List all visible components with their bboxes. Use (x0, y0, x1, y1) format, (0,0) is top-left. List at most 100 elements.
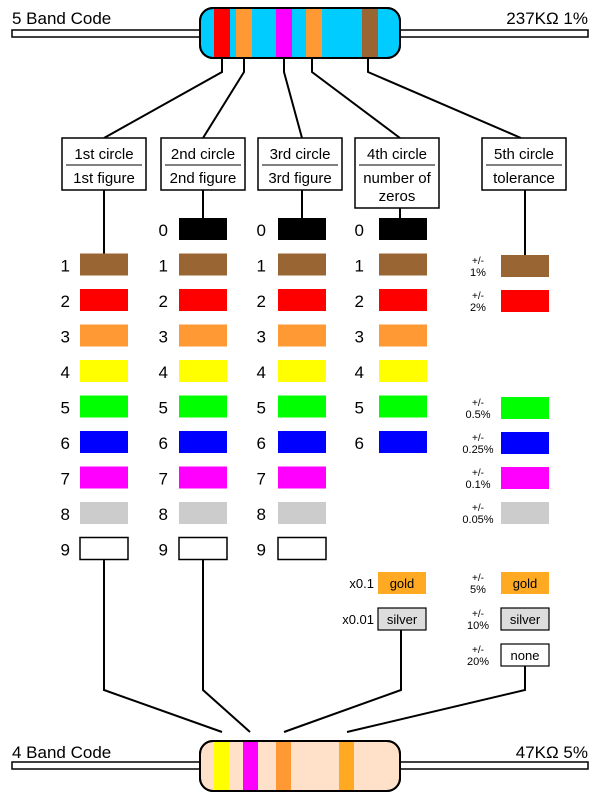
band-3 (276, 742, 291, 790)
tolerance-label: gold (513, 576, 538, 591)
left-lead (11, 29, 201, 38)
color-swatch-1 (379, 253, 427, 276)
connector-b1 (103, 560, 223, 733)
header-drops (103, 190, 526, 255)
color-swatch-0 (179, 218, 227, 240)
color-swatch-0 (379, 218, 427, 240)
connector-4 (311, 58, 401, 139)
header-line2: tolerance (493, 170, 555, 187)
five-band-title: 5 Band Code (12, 9, 111, 28)
resistor-outline (199, 7, 401, 59)
digit-label: 4 (61, 363, 70, 382)
multiplier-gold: x0.1 gold (349, 572, 426, 594)
tolerance-swatch (501, 290, 549, 312)
color-swatch-2 (80, 289, 128, 311)
digit-label: 2 (159, 292, 168, 311)
color-swatch-9 (178, 536, 228, 561)
color-swatch-6 (278, 431, 326, 453)
digit-label: 0 (355, 221, 364, 240)
header-line1: 4th circle (367, 146, 427, 163)
tolerance-20%: +/-20%none (467, 643, 550, 668)
digit-label: 2 (257, 292, 266, 311)
band-1 (214, 742, 229, 790)
digit-label: 1 (355, 257, 364, 276)
color-swatch-4 (80, 360, 128, 382)
digit-label: 5 (257, 399, 266, 418)
color-swatch-2 (278, 289, 326, 311)
digit-label: 5 (355, 399, 364, 418)
color-swatch-2 (379, 289, 427, 311)
tolerance-pm: +/- (472, 256, 484, 267)
color-swatch-4 (379, 360, 427, 382)
color-swatch-6 (80, 431, 128, 453)
tolerance-value: 0.1% (465, 479, 490, 491)
resistor-body (199, 740, 401, 792)
connector-b2 (202, 560, 251, 733)
tolerance-pm: +/- (472, 291, 484, 302)
tolerance-value: 0.5% (465, 409, 490, 421)
multiplier-prefix: x0.1 (349, 576, 374, 591)
band-5 (362, 9, 378, 57)
digit-label: 6 (159, 434, 168, 453)
tolerance-swatch (501, 255, 549, 277)
color-swatch-3 (379, 324, 427, 347)
color-swatch-3 (80, 324, 128, 347)
digit-label: 2 (355, 292, 364, 311)
tolerance-pm: +/- (472, 468, 484, 479)
color-swatch-3 (179, 324, 227, 347)
multiplier-swatch (378, 572, 426, 594)
header-line2: 2nd figure (170, 170, 237, 187)
five-band-resistor (11, 7, 589, 59)
tolerance-value: 0.25% (462, 444, 493, 456)
digit-label: 4 (159, 363, 168, 382)
tolerance-0.25%: +/-0.25% (462, 432, 549, 456)
color-swatch-5 (179, 395, 227, 418)
header-line3: zeros (379, 188, 416, 205)
digit-label: 8 (257, 505, 266, 524)
band-4 (306, 9, 322, 57)
digit-label: 3 (61, 328, 70, 347)
tolerance-value: 1% (470, 267, 486, 279)
connector-b4 (346, 666, 526, 733)
header-line2: number of (363, 170, 431, 187)
color-swatch-7 (278, 466, 326, 489)
digit-label: 3 (355, 328, 364, 347)
color-swatch-2 (179, 289, 227, 311)
tolerance-pm: +/- (472, 609, 484, 620)
digit-label: 9 (257, 541, 266, 560)
tolerance-swatch (501, 502, 549, 524)
digit-label: 7 (159, 470, 168, 489)
digit-label: 0 (159, 221, 168, 240)
color-swatch-8 (179, 502, 227, 524)
digit-label: 1 (159, 257, 168, 276)
band-1 (214, 9, 230, 57)
color-swatch-4 (278, 360, 326, 382)
color-swatch-5 (80, 395, 128, 418)
digit-label: 3 (257, 328, 266, 347)
header-line1: 2nd circle (171, 146, 235, 163)
color-swatch-6 (379, 431, 427, 453)
tolerance-value: 0.05% (462, 514, 493, 526)
right-lead (399, 29, 589, 38)
multiplier-label: gold (390, 576, 415, 591)
tolerance-2%: +/-2% (470, 290, 549, 314)
digit-label: 4 (257, 363, 266, 382)
color-swatch-1 (278, 253, 326, 276)
color-swatch-0 (278, 218, 326, 240)
top-connectors (103, 58, 522, 139)
header-box-2: 2nd circle 2nd figure (160, 137, 246, 191)
connector-b3 (283, 630, 402, 733)
tolerance-swatch (501, 432, 549, 454)
digit-label: 3 (159, 328, 168, 347)
color-swatch-5 (379, 395, 427, 418)
digit-label: 9 (61, 541, 70, 560)
four-band-resistor (11, 740, 589, 792)
